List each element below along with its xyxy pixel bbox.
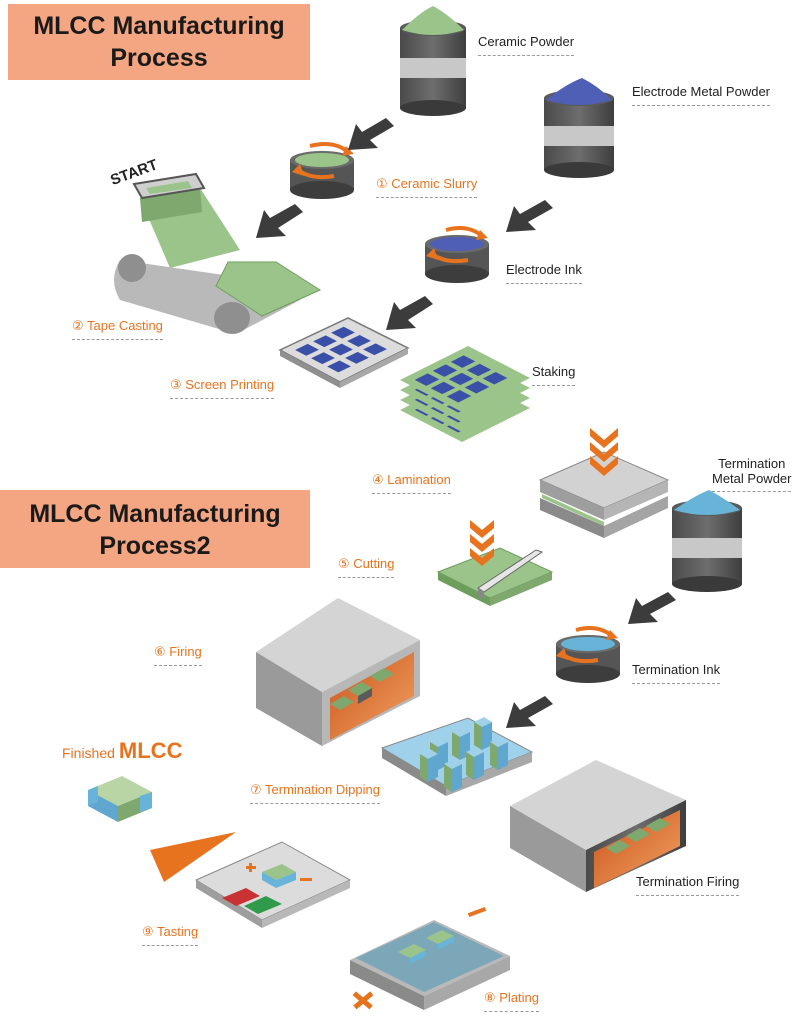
ceramic-slurry-tub-icon: [290, 142, 354, 199]
electrode-pad-icon: [446, 390, 472, 403]
chip-side-icon: [420, 754, 428, 782]
chip-side-icon: [466, 752, 474, 780]
label-screen-printing: ③ Screen Printing: [170, 377, 275, 399]
chip-side-icon: [474, 722, 482, 750]
flow-arrow-icon: [386, 296, 433, 330]
electrode-pad-icon: [331, 326, 355, 339]
termination-metal-powder-drum-icon: [672, 490, 742, 592]
flow-arrow-icon: [348, 118, 394, 150]
label-staking: Staking: [532, 364, 576, 386]
chip-top-icon: [466, 747, 484, 757]
flow-arrow-icon: [506, 200, 553, 232]
label-termination-ink: Termination Ink: [632, 662, 721, 684]
label-termination-metal-powder: Termination Metal Powder: [712, 456, 792, 492]
chip-side-icon: [438, 742, 448, 770]
flow-arrow-icon: [256, 204, 303, 238]
chip-top-icon: [490, 737, 508, 747]
finished-mlcc-chip-icon: [88, 776, 152, 822]
electrode-pad-icon: [448, 372, 474, 386]
chip-top-icon: [430, 737, 448, 747]
title-process2: MLCC Manufacturing Process2: [0, 490, 310, 568]
label-tasting: ⑨ Tasting: [142, 924, 199, 946]
electrode-pad-icon: [464, 381, 490, 394]
cutting-block-icon: [436, 520, 554, 606]
label-plating: ⑧ Plating: [484, 990, 540, 1012]
chip-top-icon: [420, 749, 438, 759]
electrode-pad-icon: [414, 373, 440, 386]
electrode-pad-icon: [327, 360, 351, 373]
electrode-pad-icon: [363, 343, 387, 356]
chip-side-icon: [428, 754, 438, 782]
electrode-pad-icon: [311, 352, 335, 365]
electrode-pad-icon: [466, 363, 492, 377]
label-electrode-metal-powder: Electrode Metal Powder: [632, 84, 771, 106]
staking-stack-icon: [400, 346, 530, 442]
electrode-pad-icon: [347, 335, 371, 347]
tape-casting-machine-icon: [114, 172, 322, 334]
label-cutting: ⑤ Cutting: [338, 556, 395, 578]
electrode-pad-icon: [329, 343, 353, 356]
title-process1: MLCC Manufacturing Process: [8, 4, 310, 80]
label-firing: ⑥ Firing: [154, 644, 202, 666]
electrode-pad-icon: [345, 351, 369, 364]
ceramic-powder-drum-icon: [400, 6, 466, 116]
label-lamination: ④ Lamination: [372, 472, 451, 494]
screen-printing-sheet-icon: [278, 317, 410, 388]
chip-side-icon: [490, 742, 498, 770]
chip-top-icon: [444, 759, 462, 769]
label-termination-firing: Termination Firing: [636, 874, 740, 896]
chip-top-icon: [474, 717, 492, 727]
firing-oven-icon: [256, 598, 420, 746]
electrode-pad-icon: [295, 343, 319, 356]
chip-side-icon: [444, 764, 452, 792]
return-arrow-icon: [150, 832, 236, 882]
plating-tank-icon: [350, 907, 510, 1010]
chip-side-icon: [498, 742, 508, 770]
chip-side-icon: [482, 722, 492, 750]
flow-arrow-icon: [628, 592, 676, 624]
flow-arrow-icon: [506, 696, 553, 728]
electrode-pad-icon: [432, 364, 458, 377]
label-tape-casting: ② Tape Casting: [72, 318, 163, 340]
electrode-pad-icon: [482, 372, 508, 385]
label-ceramic-powder: Ceramic Powder: [478, 34, 575, 56]
label-termination-dipping: ⑦ Termination Dipping: [250, 782, 380, 804]
chip-side-icon: [452, 764, 462, 792]
electrode-ink-tub-icon: [425, 226, 489, 283]
electrode-metal-powder-drum-icon: [544, 78, 614, 178]
electrode-pad-icon: [450, 355, 476, 368]
chip-top-icon: [452, 727, 470, 737]
label-ceramic-slurry: ① Ceramic Slurry: [376, 176, 478, 198]
chip-side-icon: [452, 732, 460, 760]
chip-side-icon: [474, 752, 484, 780]
tasting-board-icon: [194, 841, 352, 928]
termination-dipping-tray-icon: [380, 717, 534, 796]
electrode-pad-icon: [430, 381, 456, 395]
lamination-press-icon: [538, 428, 670, 538]
termination-ink-tub-icon: [556, 626, 620, 683]
electrode-pad-icon: [313, 335, 337, 348]
termination-firing-oven-icon: [510, 760, 686, 892]
label-electrode-ink: Electrode Ink: [506, 262, 582, 284]
